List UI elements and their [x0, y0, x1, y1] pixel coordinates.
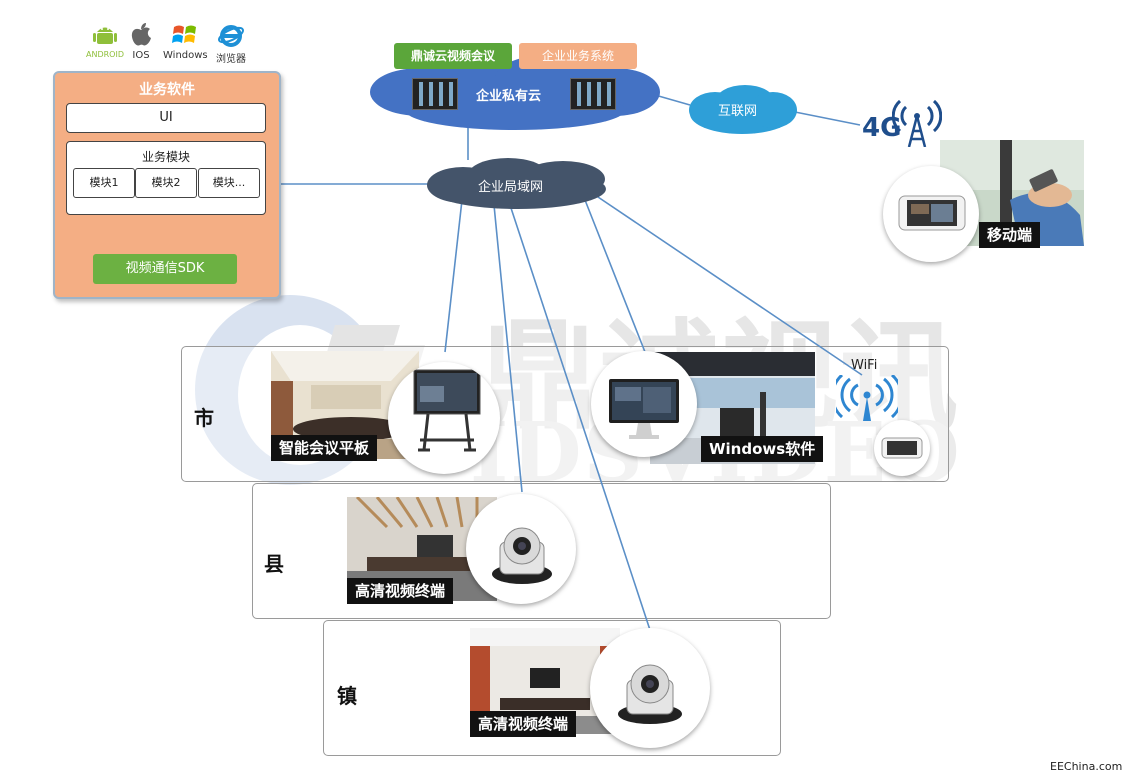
server-rack-right [570, 78, 616, 110]
cell-tower-icon [892, 99, 942, 147]
windows-pc-disc [591, 351, 697, 457]
desktop-monitor-icon [609, 379, 679, 439]
android-icon [93, 27, 117, 44]
wifi-antenna-icon [836, 375, 898, 421]
mobile-phone-disc [883, 166, 979, 262]
smart-panel-caption: 智能会议平板 [271, 435, 378, 461]
smart-panel-disc [388, 362, 500, 474]
ptz-camera-icon [492, 527, 552, 584]
town-camera-disc [590, 628, 710, 748]
lan-cloud-label: 企业局域网 [478, 180, 544, 195]
wifi-phone-disc [874, 420, 930, 476]
server-rack-left [412, 78, 458, 110]
smartphone-icon [881, 437, 923, 459]
business-software-panel: 业务软件 UI 业务模块 模块1 模块2 模块... 视频通信SDK [53, 71, 281, 299]
wifi-label: WiFi [851, 358, 878, 373]
business-system-tag: 企业业务系统 [519, 43, 637, 69]
county-camera-disc [466, 494, 576, 604]
town-terminal-caption: 高清视频终端 [470, 711, 577, 737]
business-module-box: 业务模块 模块1 模块2 模块... [66, 141, 266, 215]
tier-county-label: 县 [264, 552, 284, 576]
platform-windows-label: Windows [163, 50, 208, 61]
internet-cloud-shape [689, 85, 797, 134]
panel-title: 业务软件 [139, 82, 195, 98]
platform-android: ANDROID [86, 22, 124, 59]
smart-panel-icon [413, 369, 481, 452]
internet-cloud-label: 互联网 [718, 104, 758, 119]
smartphone-icon [898, 195, 966, 231]
platform-browser-label: 浏览器 [216, 54, 246, 65]
lan-cloud-shape [427, 158, 606, 209]
tier-city-label: 市 [194, 406, 214, 430]
module-1: 模块1 [73, 168, 135, 198]
platform-ios: IOS [130, 22, 152, 61]
video-conference-tag: 鼎诚云视频会议 [394, 43, 512, 69]
platform-browser: 浏览器 [216, 22, 246, 65]
windows-icon [172, 25, 197, 43]
platform-android-label: ANDROID [86, 50, 124, 59]
tier-town-label: 镇 [337, 684, 357, 708]
ui-box: UI [66, 103, 266, 133]
private-cloud-label: 企业私有云 [476, 89, 542, 104]
ptz-camera-icon [618, 664, 682, 724]
module-more: 模块... [198, 168, 260, 198]
mobile-caption: 移动端 [979, 222, 1041, 248]
apple-icon [131, 23, 151, 46]
ie-browser-icon [218, 25, 244, 47]
module-title: 业务模块 [141, 150, 190, 164]
platform-ios-label: IOS [132, 50, 150, 61]
county-terminal-caption: 高清视频终端 [347, 578, 454, 604]
video-sdk-box: 视频通信SDK [93, 254, 237, 284]
module-2: 模块2 [135, 168, 197, 198]
platform-windows: Windows [163, 22, 208, 61]
4g-label: 4G [862, 113, 902, 143]
footer-watermark: EEChina.com [1050, 760, 1123, 773]
windows-software-caption: Windows软件 [701, 436, 824, 462]
